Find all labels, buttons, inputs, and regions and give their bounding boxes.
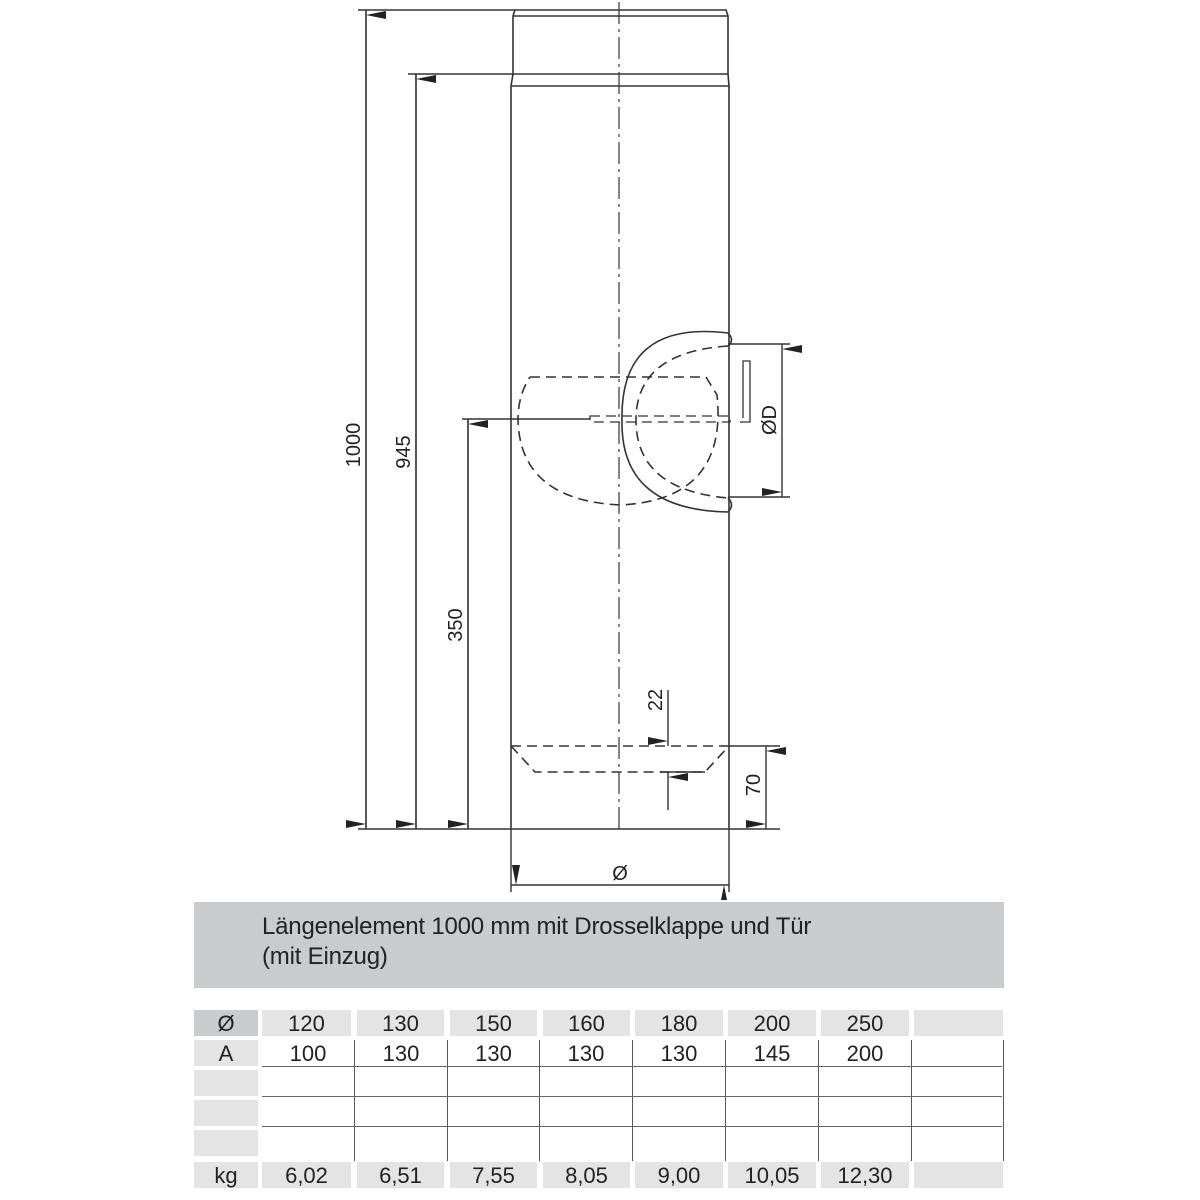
table-cell: 160 (543, 1010, 630, 1036)
table-cell: 180 (635, 1010, 723, 1036)
dim-22: 22 (645, 689, 667, 711)
table-cell: 6,02 (262, 1162, 351, 1188)
table-cell: 130 (382, 1041, 420, 1066)
table-cell: 250 (821, 1010, 909, 1036)
product-title: Längenelement 1000 mm mit Drosselklappe … (262, 912, 811, 972)
table-cell: 12,30 (821, 1162, 909, 1188)
table-row-diameter: Ø 120 130 150 160 180 200 250 (194, 1010, 1004, 1036)
row-label (194, 1070, 258, 1096)
table-cell: 120 (262, 1010, 351, 1036)
table-cell: 130 (357, 1010, 444, 1036)
row-label: kg (194, 1162, 258, 1188)
dim-1000: 1000 (343, 423, 365, 468)
table-row-a: A 100 130 130 130 130 145 200 (194, 1040, 1004, 1066)
damper-outline (517, 376, 719, 506)
table-cell: 130 (567, 1041, 605, 1066)
table-cell: 145 (753, 1041, 791, 1066)
table-row-empty (194, 1130, 1004, 1156)
product-title-box: Längenelement 1000 mm mit Drosselklappe … (194, 902, 1004, 988)
row-label (194, 1100, 258, 1126)
table-cell: 8,05 (543, 1162, 630, 1188)
table-cell: 150 (450, 1010, 537, 1036)
table-cell: 7,55 (450, 1162, 537, 1188)
table-cell (914, 1162, 1003, 1188)
table-row-weight: kg 6,02 6,51 7,55 8,05 9,00 10,05 12,30 (194, 1162, 1004, 1188)
dim-door-diameter: ØD (759, 405, 781, 435)
damper-handle (740, 360, 751, 423)
row-label: Ø (194, 1010, 258, 1036)
dim-pipe-diameter: Ø (612, 863, 628, 885)
door-arc (621, 330, 729, 513)
product-title-line1: Längenelement 1000 mm mit Drosselklappe … (262, 913, 812, 940)
dim-350: 350 (445, 608, 467, 641)
table-cell (912, 1040, 1003, 1066)
pipe-sleeve (512, 9, 729, 75)
row-label (194, 1130, 258, 1156)
table-cell: 200 (728, 1010, 816, 1036)
technical-drawing: 1000 945 350 ØD 22 70 Ø (343, 2, 802, 900)
table-cell: 9,00 (635, 1162, 723, 1188)
table-cell: 10,05 (728, 1162, 816, 1188)
row-label: A (194, 1040, 258, 1066)
dim-945: 945 (393, 435, 415, 468)
table-cell: 6,51 (357, 1162, 444, 1188)
table-cell: 130 (660, 1041, 698, 1066)
table-row-empty (194, 1070, 1004, 1096)
table-cell (914, 1010, 1003, 1036)
table-cell: 130 (475, 1041, 512, 1066)
table-row-empty (194, 1100, 1004, 1126)
table-cell: 200 (846, 1041, 884, 1066)
pipe-body (510, 73, 730, 830)
dim-70: 70 (743, 774, 765, 796)
product-title-line2: (mit Einzug) (262, 943, 388, 970)
table-cell: 100 (289, 1041, 327, 1066)
